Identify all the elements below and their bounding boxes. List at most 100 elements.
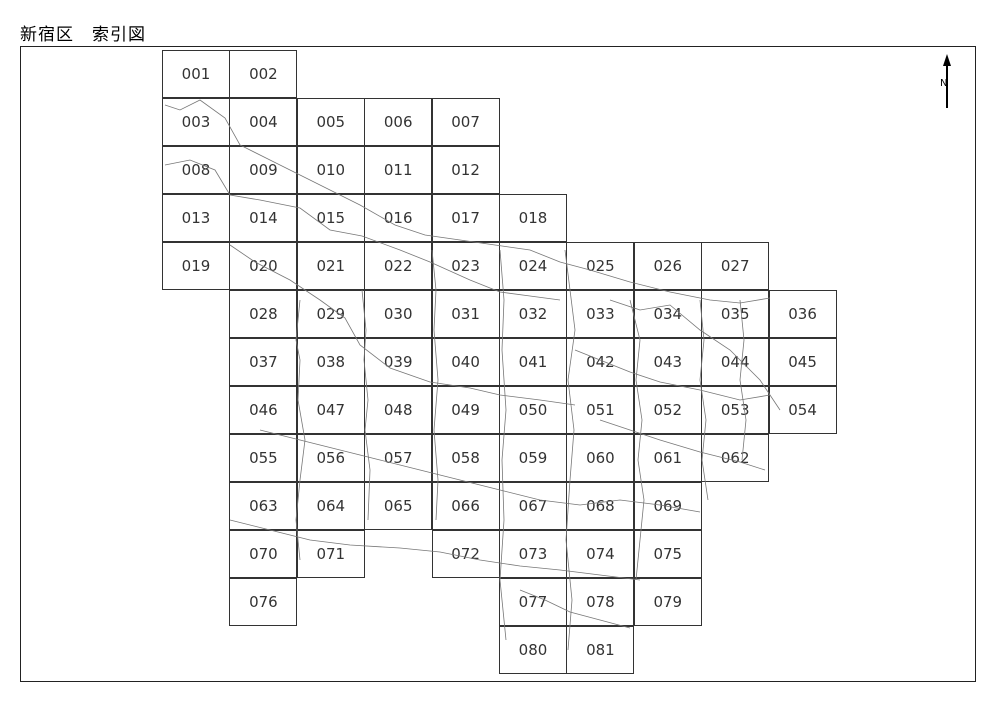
map-sheet-069[interactable]: 069 [633,482,702,530]
sheet-number: 027 [720,257,750,275]
map-sheet-080[interactable]: 080 [499,626,567,674]
map-sheet-025[interactable]: 025 [566,242,635,290]
map-sheet-049[interactable]: 049 [431,386,500,434]
map-sheet-044[interactable]: 044 [701,338,770,386]
map-sheet-045[interactable]: 045 [768,338,837,386]
map-sheet-017[interactable]: 017 [431,194,500,242]
sheet-number: 075 [653,545,683,563]
map-sheet-029[interactable]: 029 [296,290,365,338]
map-sheet-057[interactable]: 057 [364,434,433,482]
map-sheet-066[interactable]: 066 [431,482,500,530]
map-sheet-011[interactable]: 011 [364,146,433,194]
sheet-number: 051 [586,401,615,419]
map-sheet-035[interactable]: 035 [701,290,770,338]
map-sheet-043[interactable]: 043 [633,338,702,386]
map-sheet-031[interactable]: 031 [431,290,500,338]
map-sheet-048[interactable]: 048 [364,386,433,434]
sheet-number: 016 [383,209,413,227]
map-sheet-037[interactable]: 037 [229,338,298,386]
map-sheet-059[interactable]: 059 [499,434,567,482]
sheet-number: 037 [249,353,278,371]
map-sheet-058[interactable]: 058 [431,434,500,482]
map-sheet-018[interactable]: 018 [499,194,567,242]
map-sheet-051[interactable]: 051 [566,386,635,434]
map-sheet-060[interactable]: 060 [566,434,635,482]
map-sheet-050[interactable]: 050 [499,386,567,434]
map-sheet-003[interactable]: 003 [162,98,230,146]
map-sheet-055[interactable]: 055 [229,434,298,482]
map-sheet-010[interactable]: 010 [296,146,365,194]
map-sheet-015[interactable]: 015 [296,194,365,242]
map-sheet-063[interactable]: 063 [229,482,298,530]
map-sheet-039[interactable]: 039 [364,338,433,386]
map-sheet-016[interactable]: 016 [364,194,433,242]
map-sheet-054[interactable]: 054 [768,386,837,434]
map-sheet-046[interactable]: 046 [229,386,298,434]
map-sheet-030[interactable]: 030 [364,290,433,338]
map-sheet-041[interactable]: 041 [499,338,567,386]
map-sheet-081[interactable]: 081 [566,626,635,674]
map-sheet-062[interactable]: 062 [701,434,770,482]
sheet-number: 077 [518,593,548,611]
map-sheet-064[interactable]: 064 [296,482,365,530]
sheet-number: 032 [518,305,548,323]
map-sheet-002[interactable]: 002 [229,50,298,98]
map-sheet-079[interactable]: 079 [633,578,702,626]
map-sheet-022[interactable]: 022 [364,242,433,290]
map-sheet-047[interactable]: 047 [296,386,365,434]
sheet-number: 057 [383,449,413,467]
map-sheet-052[interactable]: 052 [633,386,702,434]
map-sheet-042[interactable]: 042 [566,338,635,386]
sheet-number: 008 [181,161,211,179]
map-sheet-076[interactable]: 076 [229,578,298,626]
map-sheet-038[interactable]: 038 [296,338,365,386]
map-sheet-026[interactable]: 026 [633,242,702,290]
map-sheet-068[interactable]: 068 [566,482,635,530]
map-sheet-023[interactable]: 023 [431,242,500,290]
sheet-number: 071 [316,545,346,563]
map-sheet-061[interactable]: 061 [633,434,702,482]
map-sheet-077[interactable]: 077 [499,578,567,626]
map-sheet-007[interactable]: 007 [431,98,500,146]
sheet-number: 070 [249,545,278,563]
map-sheet-034[interactable]: 034 [633,290,702,338]
map-sheet-067[interactable]: 067 [499,482,567,530]
sheet-number: 044 [720,353,750,371]
map-sheet-014[interactable]: 014 [229,194,298,242]
map-sheet-004[interactable]: 004 [229,98,298,146]
map-sheet-074[interactable]: 074 [566,530,635,578]
map-sheet-053[interactable]: 053 [701,386,770,434]
map-sheet-033[interactable]: 033 [566,290,635,338]
map-sheet-012[interactable]: 012 [431,146,500,194]
map-sheet-071[interactable]: 071 [296,530,365,578]
map-sheet-036[interactable]: 036 [768,290,837,338]
map-sheet-020[interactable]: 020 [229,242,298,290]
map-sheet-008[interactable]: 008 [162,146,230,194]
map-sheet-075[interactable]: 075 [633,530,702,578]
map-sheet-027[interactable]: 027 [701,242,770,290]
map-sheet-006[interactable]: 006 [364,98,433,146]
map-sheet-013[interactable]: 013 [162,194,230,242]
map-sheet-019[interactable]: 019 [162,242,230,290]
sheet-number: 028 [249,305,278,323]
map-sheet-070[interactable]: 070 [229,530,298,578]
map-sheet-024[interactable]: 024 [499,242,567,290]
map-sheet-072[interactable]: 072 [431,530,500,578]
map-sheet-032[interactable]: 032 [499,290,567,338]
sheet-number: 079 [653,593,683,611]
map-sheet-073[interactable]: 073 [499,530,567,578]
sheet-number: 073 [518,545,548,563]
map-sheet-001[interactable]: 001 [162,50,230,98]
sheet-number: 003 [181,113,211,131]
map-sheet-005[interactable]: 005 [296,98,365,146]
map-sheet-078[interactable]: 078 [566,578,635,626]
map-sheet-065[interactable]: 065 [364,482,433,530]
map-sheet-028[interactable]: 028 [229,290,298,338]
map-sheet-009[interactable]: 009 [229,146,298,194]
map-sheet-056[interactable]: 056 [296,434,365,482]
map-sheet-021[interactable]: 021 [296,242,365,290]
sheet-number: 014 [249,209,278,227]
sheet-number: 025 [586,257,615,275]
map-sheet-040[interactable]: 040 [431,338,500,386]
sheet-number: 021 [316,257,346,275]
